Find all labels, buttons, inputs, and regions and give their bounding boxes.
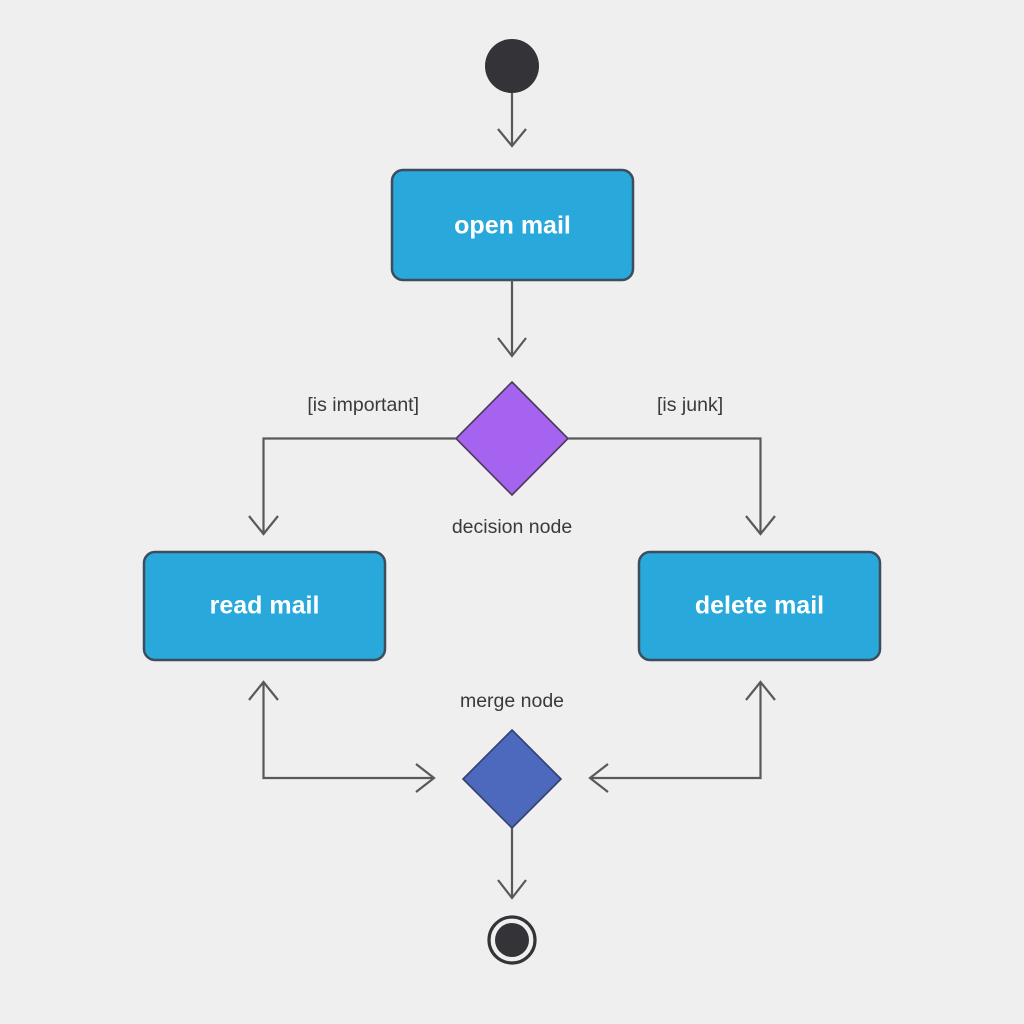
- start-node[interactable]: [485, 39, 539, 93]
- edge-start-to-open-mail: [497, 93, 527, 148]
- guard-label-is-important: [is important]: [307, 394, 419, 416]
- edge-decision-to-delete-mail: [568, 437, 776, 536]
- activity-read-mail-box: [142, 550, 387, 662]
- guard-label-is-junk: [is junk]: [657, 394, 723, 416]
- activity-open-mail[interactable]: open mail: [390, 168, 635, 282]
- activity-open-mail-label: open mail: [454, 212, 571, 240]
- final-node-ring-icon: [487, 915, 537, 965]
- final-node-core-icon: [495, 923, 529, 957]
- edge-read-mail-to-merge: [248, 680, 436, 793]
- merge-node[interactable]: [461, 728, 563, 830]
- edge-delete-mail-to-merge: [588, 680, 776, 793]
- activity-read-mail-label: read mail: [210, 592, 320, 620]
- merge-node-label: merge node: [460, 690, 564, 712]
- initial-node-icon: [485, 39, 539, 93]
- end-node[interactable]: [487, 915, 537, 965]
- merge-node-diamond: [461, 728, 563, 830]
- decision-node[interactable]: [454, 380, 570, 497]
- activity-delete-mail-label: delete mail: [695, 592, 824, 620]
- activity-delete-mail-box: [637, 550, 882, 662]
- decision-node-label: decision node: [452, 516, 572, 538]
- edge-open-mail-to-decision: [497, 280, 527, 358]
- decision-node-diamond: [454, 380, 570, 497]
- edge-merge-to-end: [497, 828, 527, 900]
- edge-decision-to-read-mail: [248, 437, 456, 536]
- activity-delete-mail[interactable]: delete mail: [637, 550, 882, 662]
- activity-read-mail[interactable]: read mail: [142, 550, 387, 662]
